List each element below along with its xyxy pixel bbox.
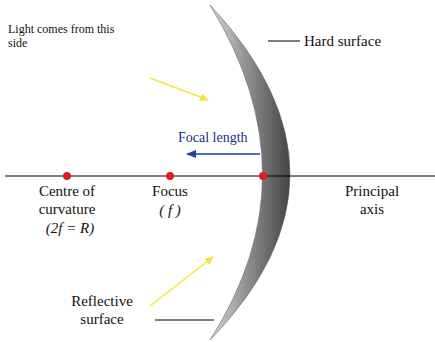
- light-ray-arrow: [150, 257, 213, 306]
- axis-label: Principal axis: [332, 182, 412, 218]
- concave-mirror: [210, 5, 290, 340]
- formula-label: ( f ): [135, 201, 205, 219]
- part-label: Hard surface: [304, 32, 424, 50]
- part-label: Reflective surface: [52, 292, 152, 328]
- note-text: Light comes from this side: [8, 22, 128, 51]
- centre-dot: [63, 172, 71, 180]
- leader-line: [155, 320, 214, 321]
- leader-line: [268, 41, 300, 42]
- point-label: Focus: [135, 182, 205, 200]
- point-label: Centre of curvature: [22, 182, 112, 218]
- dimension-label: Focal length: [178, 130, 268, 147]
- light-ray-arrow: [150, 78, 208, 100]
- pole-dot: [259, 172, 267, 180]
- formula-label: (2f = R): [30, 219, 110, 237]
- focus-dot: [166, 172, 174, 180]
- focal-length-arrow: [187, 153, 260, 155]
